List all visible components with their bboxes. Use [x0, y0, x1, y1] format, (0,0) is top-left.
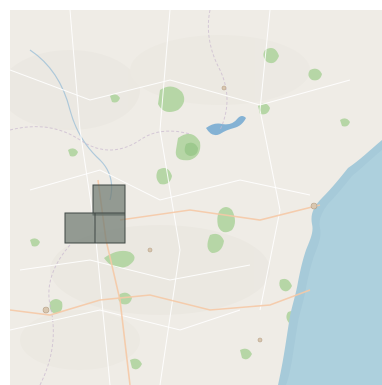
- map-svg[interactable]: [10, 10, 382, 385]
- park-areas: [30, 48, 350, 370]
- minor-roads: [10, 10, 351, 385]
- highlighted-tiles[interactable]: [64, 184, 126, 244]
- lake: [206, 116, 246, 136]
- river: [29, 49, 113, 201]
- settlements: [42, 85, 318, 343]
- coastal-shallows: [286, 150, 382, 385]
- highlighted-tile[interactable]: [94, 212, 126, 244]
- admin-boundaries: [10, 10, 228, 385]
- map-canvas[interactable]: [10, 10, 382, 385]
- highlighted-tile[interactable]: [92, 184, 126, 216]
- highlighted-tile[interactable]: [64, 212, 96, 244]
